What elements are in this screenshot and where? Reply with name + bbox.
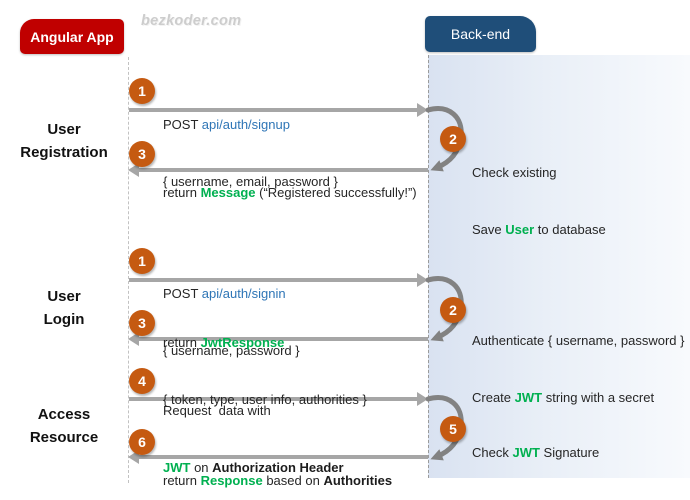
text-segment: User [505,222,535,237]
section-label-line: User [47,288,81,305]
step-badge-registration-1: 1 [129,78,155,104]
section-label-line: Login [43,311,85,328]
message-line: { username, email, password } [163,172,338,191]
step-badge-login-1: 1 [129,248,155,274]
message-signup-response: return Message (“Registered successfully… [163,145,417,240]
message-signin-response: return JwtResponse { token, type, user i… [163,295,367,447]
text-segment: JwtResponse [200,335,285,350]
text-segment: Check [472,445,513,460]
step-badge-login-3: 3 [129,310,155,336]
message-signin-request: POST api/auth/signin { username, passwor… [163,246,300,398]
message-signup-request: POST api/auth/signup { username, email, … [163,77,338,229]
note-check-existing: Check existing Save User to database [472,125,606,277]
message-line: { token, type, user info, authorities } [163,390,367,409]
message-resource-response: return Response based on Authorities [163,433,392,500]
text-segment: { username, password } [163,343,300,358]
message-line: POST api/auth/signin [163,284,300,303]
text-segment: { token, type, user info, authorities } [163,392,367,407]
section-label-line: Resource [29,429,99,446]
arrow-signup-request [129,103,428,117]
text-segment: api/auth/signin [201,286,286,301]
arrow-shaft [129,397,419,401]
message-line: { username, password } [163,341,300,360]
arrowhead-icon [128,332,139,346]
note-line: Save User to database [472,220,606,239]
arrow-shaft [129,108,419,112]
note-line: Create JWT string with a secret [472,388,684,407]
step-badge-registration-3: 3 [129,141,155,167]
lifeline-back-end [428,55,429,478]
text-segment: JWT [163,460,191,475]
arrow-shaft [137,455,428,459]
text-segment: (“Registered successfully!”) [255,185,417,200]
text-segment: Authorities [323,473,393,488]
message-line: return JwtResponse [163,333,367,352]
arrowhead-icon [417,392,428,406]
section-label-user-registration: User Registration [6,118,122,164]
note-line: Check existing [472,163,606,182]
arrowhead-icon [128,163,139,177]
text-segment: return [163,473,201,488]
text-segment: on [190,460,213,475]
text-segment: Message [200,185,256,200]
text-segment: Response [200,473,263,488]
text-segment: { username, email, password } [163,174,338,189]
arrow-resource-request [129,392,428,406]
backend-activation-band [428,55,690,478]
message-resource-request: Request data with JWT on Authorization H… [163,363,344,500]
section-label-line: Access [37,406,91,423]
message-line: JWT on Authorization Header [163,458,344,477]
arrowhead-icon [417,103,428,117]
arrow-signin-request [129,273,428,287]
text-segment: Save [472,222,506,237]
arrow-shaft [137,337,428,341]
note-authenticate: Authenticate { username, password } Crea… [472,293,684,445]
text-segment: return [163,185,201,200]
message-line: Request data with [163,401,344,420]
section-label-line: Registration [20,144,108,161]
note-line: Authenticate { username, password } [472,331,684,350]
text-segment: JWT [512,445,540,460]
section-label-user-login: User Login [6,285,122,331]
arrow-shaft [137,168,428,172]
message-line: return Response based on Authorities [163,471,392,490]
message-line: POST api/auth/signup [163,115,338,134]
arrow-signup-response [128,163,428,177]
section-label-line: User [47,121,81,138]
message-line: return Message (“Registered successfully… [163,183,417,202]
note-check-jwt: Check JWT Signature Get user info & auth… [472,405,664,500]
step-badge-access-4: 4 [129,368,155,394]
step-badge-registration-2: 2 [440,126,466,152]
section-label-access-resource: Access Resource [6,403,122,449]
text-segment: POST [163,286,202,301]
text-segment: Request data with [163,403,271,418]
lifeline-angular-app [128,57,129,483]
text-segment: POST [163,117,202,132]
arrow-signin-response [128,332,428,346]
step-badge-login-2: 2 [440,297,466,323]
text-segment: Create [472,390,515,405]
text-segment: api/auth/signup [201,117,290,132]
arrow-shaft [129,278,419,282]
actor-back-end: Back-end [425,16,536,52]
text-segment: JWT [514,390,543,405]
text-segment: Authenticate { username, password } [472,333,685,348]
text-segment: Authorization Header [212,460,344,475]
note-line: Check JWT Signature [472,443,664,462]
text-segment: Signature [539,445,600,460]
watermark-text: bezkoder.com [141,13,242,29]
step-badge-access-6: 6 [129,429,155,455]
text-segment: based on [262,473,324,488]
arrow-resource-response [128,450,428,464]
text-segment: Check existing [472,165,557,180]
actor-angular-app: Angular App [20,19,124,54]
text-segment: to database [534,222,606,237]
step-badge-access-5: 5 [440,416,466,442]
arrowhead-icon [128,450,139,464]
arrowhead-icon [417,273,428,287]
text-segment: return [163,335,201,350]
text-segment: string with a secret [542,390,655,405]
